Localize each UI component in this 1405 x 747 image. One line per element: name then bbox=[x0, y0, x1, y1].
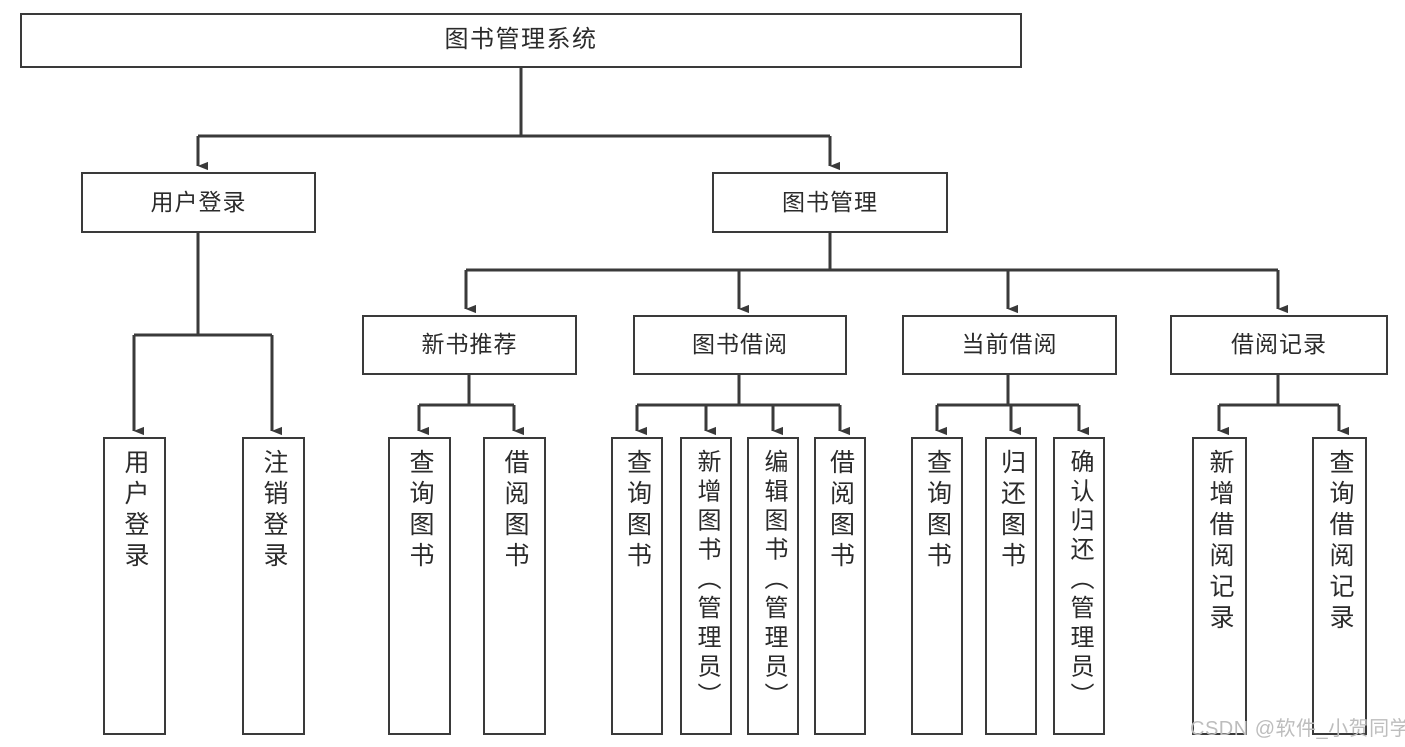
node-leaf-user-login-label: 用户登录 bbox=[121, 449, 149, 573]
node-leaf-query-record-label: 查询借阅记录 bbox=[1326, 449, 1354, 635]
node-new-book-recommend-label: 新书推荐 bbox=[421, 331, 518, 358]
node-borrow-record[interactable]: 借阅记录 bbox=[1170, 315, 1388, 375]
node-user-login-label: 用户登录 bbox=[150, 188, 247, 215]
node-book-borrow-label: 图书借阅 bbox=[692, 331, 788, 358]
node-book-management[interactable]: 图书管理 bbox=[712, 172, 948, 233]
node-leaf-borrow-book-rec-label: 借阅图书 bbox=[501, 449, 529, 573]
node-leaf-borrow-book-rec[interactable]: 借阅图书 bbox=[483, 437, 546, 735]
node-new-book-recommend[interactable]: 新书推荐 bbox=[362, 315, 577, 375]
node-leaf-confirm-return[interactable]: 确认归还（管理员） bbox=[1053, 437, 1105, 735]
node-leaf-add-book[interactable]: 新增图书（管理员） bbox=[680, 437, 732, 735]
node-leaf-add-book-label: 新增图书（管理员） bbox=[693, 449, 720, 712]
node-leaf-add-record[interactable]: 新增借阅记录 bbox=[1192, 437, 1247, 735]
node-root[interactable]: 图书管理系统 bbox=[20, 13, 1022, 68]
node-leaf-query-book-rec-label: 查询图书 bbox=[406, 449, 434, 573]
node-leaf-confirm-return-label: 确认归还（管理员） bbox=[1066, 449, 1093, 712]
node-root-label: 图书管理系统 bbox=[444, 26, 598, 54]
node-leaf-logout-label: 注销登录 bbox=[260, 449, 288, 573]
node-user-login[interactable]: 用户登录 bbox=[81, 172, 316, 233]
node-leaf-logout[interactable]: 注销登录 bbox=[242, 437, 305, 735]
node-leaf-query-record[interactable]: 查询借阅记录 bbox=[1312, 437, 1367, 735]
node-leaf-borrow-book[interactable]: 借阅图书 bbox=[814, 437, 866, 735]
node-book-borrow[interactable]: 图书借阅 bbox=[633, 315, 847, 375]
node-book-management-label: 图书管理 bbox=[782, 188, 878, 215]
node-leaf-return-book[interactable]: 归还图书 bbox=[985, 437, 1037, 735]
node-leaf-edit-book-label: 编辑图书（管理员） bbox=[760, 449, 787, 712]
node-leaf-user-login[interactable]: 用户登录 bbox=[103, 437, 166, 735]
node-leaf-query-book-cur-label: 查询图书 bbox=[923, 449, 952, 573]
node-leaf-query-book-rec[interactable]: 查询图书 bbox=[388, 437, 451, 735]
node-leaf-query-book-borrow[interactable]: 查询图书 bbox=[611, 437, 663, 735]
node-leaf-edit-book[interactable]: 编辑图书（管理员） bbox=[747, 437, 799, 735]
node-leaf-query-book-cur[interactable]: 查询图书 bbox=[911, 437, 963, 735]
node-current-borrow[interactable]: 当前借阅 bbox=[902, 315, 1117, 375]
node-current-borrow-label: 当前借阅 bbox=[961, 331, 1058, 358]
node-leaf-query-book-borrow-label: 查询图书 bbox=[623, 449, 652, 573]
node-leaf-borrow-book-label: 借阅图书 bbox=[826, 449, 855, 573]
csdn-watermark: CSDN @软件_小贺同学 bbox=[1190, 718, 1405, 740]
node-borrow-record-label: 借阅记录 bbox=[1231, 331, 1327, 358]
node-leaf-return-book-label: 归还图书 bbox=[997, 449, 1026, 573]
node-leaf-add-record-label: 新增借阅记录 bbox=[1206, 449, 1234, 635]
